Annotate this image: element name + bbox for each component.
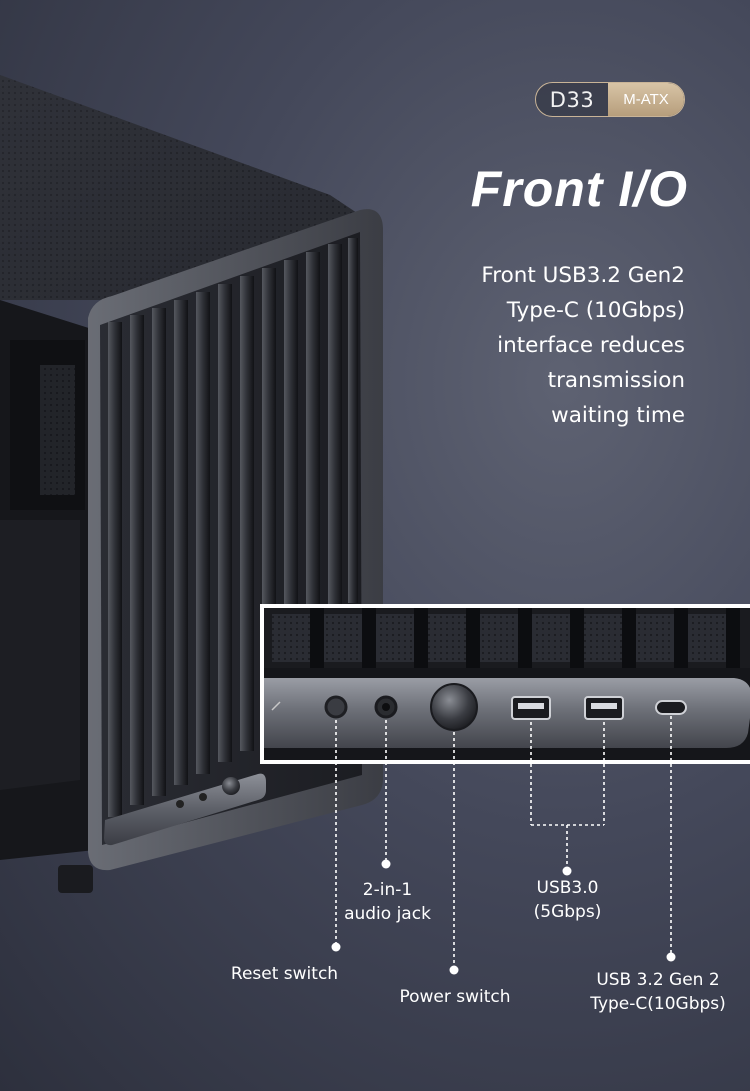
description-line: interface reduces bbox=[497, 333, 685, 358]
power-switch-label: Power switch bbox=[390, 985, 520, 1009]
model-badge: D33 M-ATX bbox=[535, 82, 685, 117]
power-callout-dot bbox=[449, 965, 459, 975]
io-zoom-panel bbox=[260, 604, 750, 764]
feature-description: Front USB3.2 Gen2 Type-C (10Gbps) interf… bbox=[385, 258, 685, 433]
usb3-callout-dot bbox=[562, 866, 572, 876]
usb3-label: USB3.0 (5Gbps) bbox=[515, 876, 620, 924]
typec-callout-dot bbox=[666, 952, 676, 962]
description-line: transmission bbox=[547, 368, 685, 393]
reset-callout-dot bbox=[331, 942, 341, 952]
reset-switch-label: Reset switch bbox=[222, 962, 347, 986]
power-label-line: Power switch bbox=[399, 987, 511, 1007]
description-line: waiting time bbox=[551, 403, 685, 428]
page-title: Front I/O bbox=[470, 161, 688, 217]
front-fins bbox=[108, 238, 358, 817]
usb3-label-line: USB3.0 bbox=[536, 878, 599, 898]
usb-c-port-icon bbox=[655, 700, 687, 715]
description-line: Front USB3.2 Gen2 bbox=[481, 263, 685, 288]
audio-label-line: audio jack bbox=[344, 904, 431, 924]
typec-label: USB 3.2 Gen 2 Type-C(10Gbps) bbox=[578, 968, 738, 1016]
audio-label-line: 2-in-1 bbox=[362, 880, 413, 900]
reset-button-icon bbox=[324, 695, 348, 719]
badge-model: D33 bbox=[549, 87, 595, 112]
audio-jack-label: 2-in-1 audio jack bbox=[330, 878, 445, 926]
case-foot bbox=[58, 865, 93, 893]
typec-label-line: USB 3.2 Gen 2 bbox=[596, 970, 720, 990]
reset-label-line: Reset switch bbox=[230, 964, 339, 984]
typec-label-line: Type-C(10Gbps) bbox=[590, 994, 726, 1014]
description-line: Type-C (10Gbps) bbox=[506, 298, 685, 323]
usb3-label-line: (5Gbps) bbox=[533, 902, 602, 922]
audio-callout-dot bbox=[381, 859, 391, 869]
badge-form-factor: M-ATX bbox=[608, 83, 684, 116]
power-button-icon bbox=[430, 683, 478, 731]
